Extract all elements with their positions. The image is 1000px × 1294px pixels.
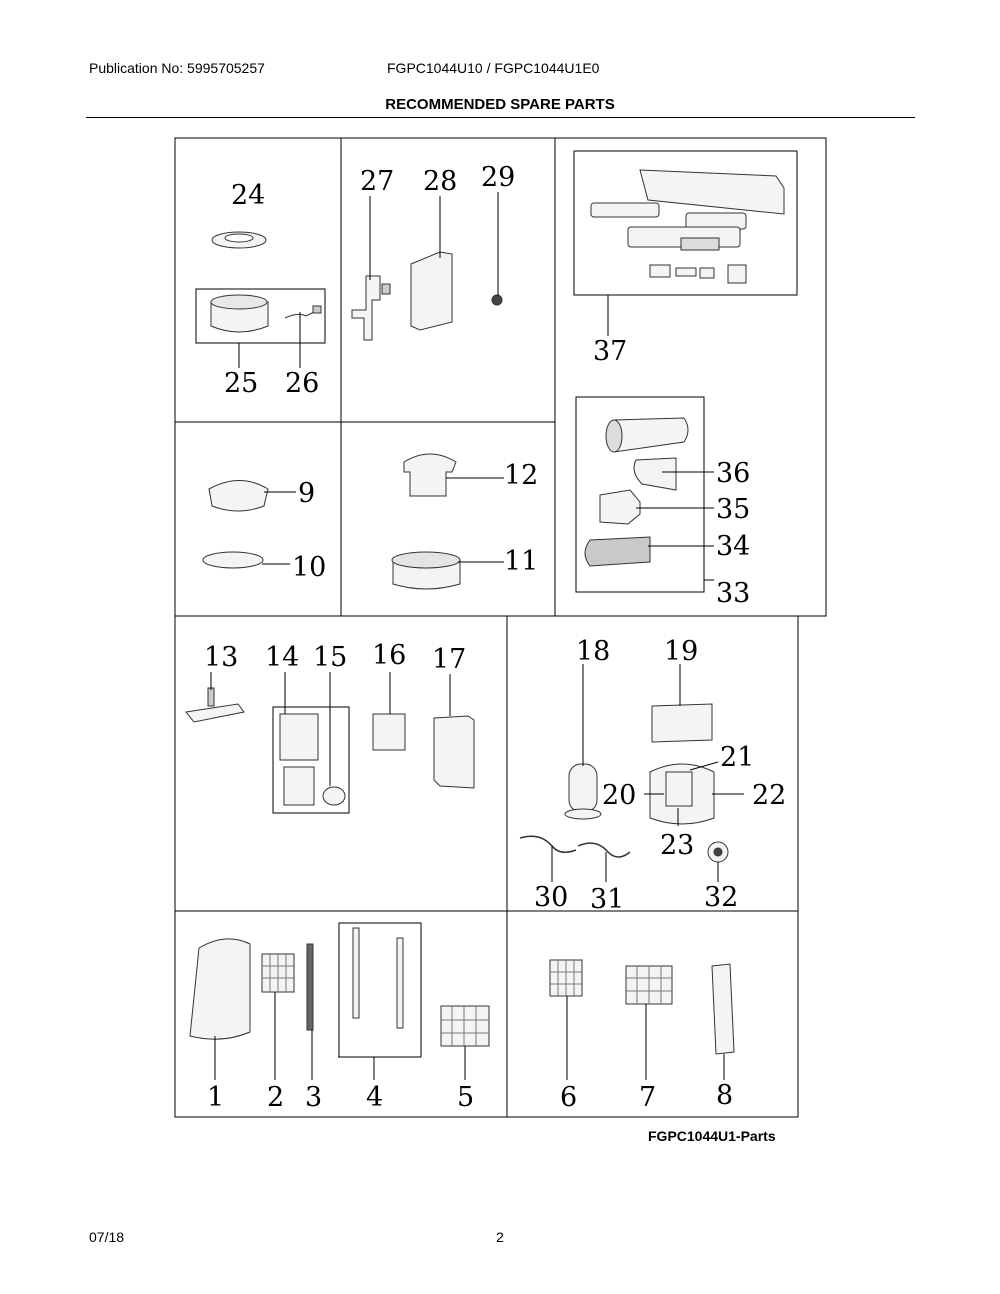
part-29-illustration — [491, 294, 503, 306]
callout-20: 20 — [602, 780, 636, 811]
callout-17: 17 — [432, 644, 466, 675]
callout-5: 5 — [457, 1082, 474, 1113]
callout-31: 31 — [590, 884, 624, 915]
part-8-illustration — [711, 963, 735, 1055]
callout-9: 9 — [298, 478, 315, 509]
callout-13: 13 — [204, 642, 238, 673]
callout-25: 25 — [224, 368, 258, 399]
page-number: 2 — [496, 1229, 504, 1245]
part-12-illustration — [403, 453, 457, 497]
callout-18: 18 — [576, 636, 610, 667]
callout-35: 35 — [716, 494, 750, 525]
diagram-reference: FGPC1044U1-Parts — [648, 1128, 776, 1144]
header-rule — [86, 117, 915, 118]
callout-28: 28 — [423, 166, 457, 197]
part-28-illustration — [410, 251, 453, 331]
part-4-illustration — [352, 927, 360, 1019]
callout-10: 10 — [292, 552, 326, 583]
callout-27: 27 — [360, 166, 394, 197]
part-36-illustration — [633, 457, 677, 491]
callout-36: 36 — [716, 458, 750, 489]
part-9-illustration — [208, 480, 269, 512]
part-16-illustration — [372, 713, 406, 751]
callout-22: 22 — [752, 780, 786, 811]
part-37-illustration — [639, 169, 785, 215]
callout-7: 7 — [639, 1082, 656, 1113]
part-3-illustration — [306, 943, 314, 1031]
callout-23: 23 — [660, 830, 694, 861]
callout-14: 14 — [265, 642, 299, 673]
callout-15: 15 — [313, 642, 347, 673]
callout-16: 16 — [372, 640, 406, 671]
part-26-illustration — [284, 309, 319, 319]
part-1-illustration — [189, 938, 251, 1040]
part-34-illustration — [584, 536, 651, 567]
part-18-illustration — [568, 763, 598, 813]
part-10-illustration — [202, 551, 264, 569]
callout-32: 32 — [704, 882, 738, 913]
part-21-illustration — [665, 771, 693, 807]
part-13-illustration — [185, 703, 245, 723]
part-35-illustration — [599, 489, 641, 525]
section-title: RECOMMENDED SPARE PARTS — [385, 96, 615, 113]
group-box-37 — [573, 150, 798, 296]
part-5-illustration — [440, 1005, 490, 1047]
publication-number: Publication No: 5995705257 — [89, 60, 265, 76]
callout-24: 24 — [231, 180, 265, 211]
panel-outline-bottom — [174, 615, 799, 1118]
group-box-25-26 — [195, 288, 326, 344]
callout-26: 26 — [285, 368, 319, 399]
callout-6: 6 — [560, 1082, 577, 1113]
callout-4: 4 — [366, 1082, 383, 1113]
part-19-illustration — [651, 703, 713, 743]
callout-2: 2 — [267, 1082, 284, 1113]
callout-12: 12 — [504, 460, 538, 491]
callout-34: 34 — [716, 531, 750, 562]
callout-21: 21 — [720, 742, 754, 773]
callout-1: 1 — [207, 1082, 224, 1113]
callout-8: 8 — [716, 1080, 733, 1111]
part-17-illustration — [433, 715, 475, 789]
part-31-illustration — [577, 842, 631, 858]
callout-11: 11 — [504, 546, 538, 577]
part-14-illustration — [279, 713, 319, 761]
callout-30: 30 — [534, 882, 568, 913]
model-numbers: FGPC1044U10 / FGPC1044U1E0 — [387, 60, 600, 76]
group-box-33 — [575, 396, 705, 593]
part-27-illustration — [351, 275, 381, 341]
part-30-illustration — [519, 835, 577, 853]
callout-37: 37 — [593, 336, 627, 367]
callout-19: 19 — [664, 636, 698, 667]
part-25-illustration — [210, 301, 269, 333]
group-box-14-15 — [272, 706, 350, 814]
callout-29: 29 — [481, 162, 515, 193]
callout-33: 33 — [716, 578, 750, 609]
part-15-illustration — [322, 786, 346, 806]
footer-date: 07/18 — [89, 1229, 125, 1245]
callout-3: 3 — [305, 1082, 322, 1113]
group-box-4 — [338, 922, 422, 1058]
